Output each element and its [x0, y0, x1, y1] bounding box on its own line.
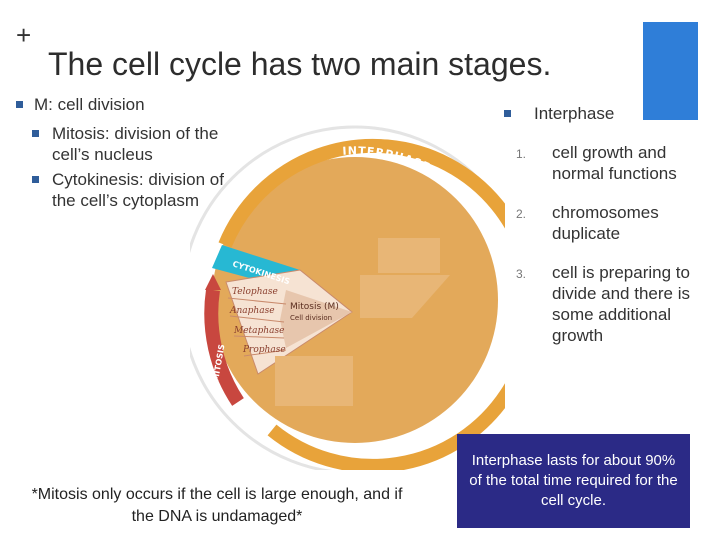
- bullet-cell-division: M: cell division: [16, 95, 246, 115]
- bullet-square-icon: [32, 130, 39, 137]
- phase-label-anaphase: Anaphase: [229, 306, 275, 316]
- bullet-text: Cytokinesis: division of the cell’s cyto…: [52, 170, 224, 210]
- item-text: cell is preparing to divide and there is…: [552, 263, 690, 345]
- item-number: 3.: [516, 267, 527, 281]
- slide-title: The cell cycle has two main stages.: [48, 46, 552, 82]
- blank-shape: [378, 238, 440, 273]
- blank-shape: [360, 275, 450, 318]
- bullet-square-icon: [504, 110, 511, 117]
- mitosis-arrow-icon: [205, 274, 221, 290]
- interphase-heading: Interphase: [504, 104, 714, 124]
- bullet-square-icon: [32, 176, 39, 183]
- bullet-text: Mitosis: division of the cell’s nucleus: [52, 124, 219, 164]
- bullet-mitosis: Mitosis: division of the cell’s nucleus: [16, 123, 246, 165]
- right-bullet-list: Interphase 1. cell growth and normal fun…: [504, 104, 714, 364]
- item-text: cell growth and normal functions: [552, 143, 677, 183]
- note-text: Interphase lasts for about 90% of the to…: [469, 452, 678, 509]
- list-item: 3. cell is preparing to divide and there…: [504, 262, 714, 346]
- bullet-square-icon: [16, 101, 23, 108]
- bullet-text: Interphase: [534, 104, 615, 123]
- phase-label-prophase: Prophase: [242, 345, 286, 355]
- list-item: 2. chromosomes duplicate: [504, 202, 714, 244]
- item-number: 1.: [516, 147, 527, 161]
- phase-label-telophase: Telophase: [232, 287, 278, 297]
- item-text: chromosomes duplicate: [552, 203, 659, 243]
- interphase-duration-note: Interphase lasts for about 90% of the to…: [457, 434, 690, 528]
- plus-symbol: +: [16, 20, 32, 50]
- interphase-arc: [218, 138, 505, 470]
- wedge-title: Mitosis (M): [290, 302, 339, 312]
- bullet-cytokinesis: Cytokinesis: division of the cell’s cyto…: [16, 169, 246, 211]
- item-number: 2.: [516, 207, 527, 221]
- left-bullet-list: M: cell division Mitosis: division of th…: [16, 95, 246, 215]
- mitosis-arc: [204, 288, 244, 406]
- cell-cycle-diagram: INTERPHASE CYTOKINESIS MITOSIS Telophase…: [190, 125, 505, 470]
- footnote: *Mitosis only occurs if the cell is larg…: [31, 486, 403, 525]
- bullet-text: M: cell division: [34, 95, 145, 114]
- mitosis-wedge-segment: [280, 290, 352, 348]
- list-item: 1. cell growth and normal functions: [504, 142, 714, 184]
- phase-label-metaphase: Metaphase: [233, 326, 284, 336]
- accent-bar: [643, 22, 698, 120]
- blank-shape: [275, 356, 353, 406]
- outer-guide-ring: [190, 125, 505, 470]
- wedge-subtitle: Cell division: [290, 314, 332, 322]
